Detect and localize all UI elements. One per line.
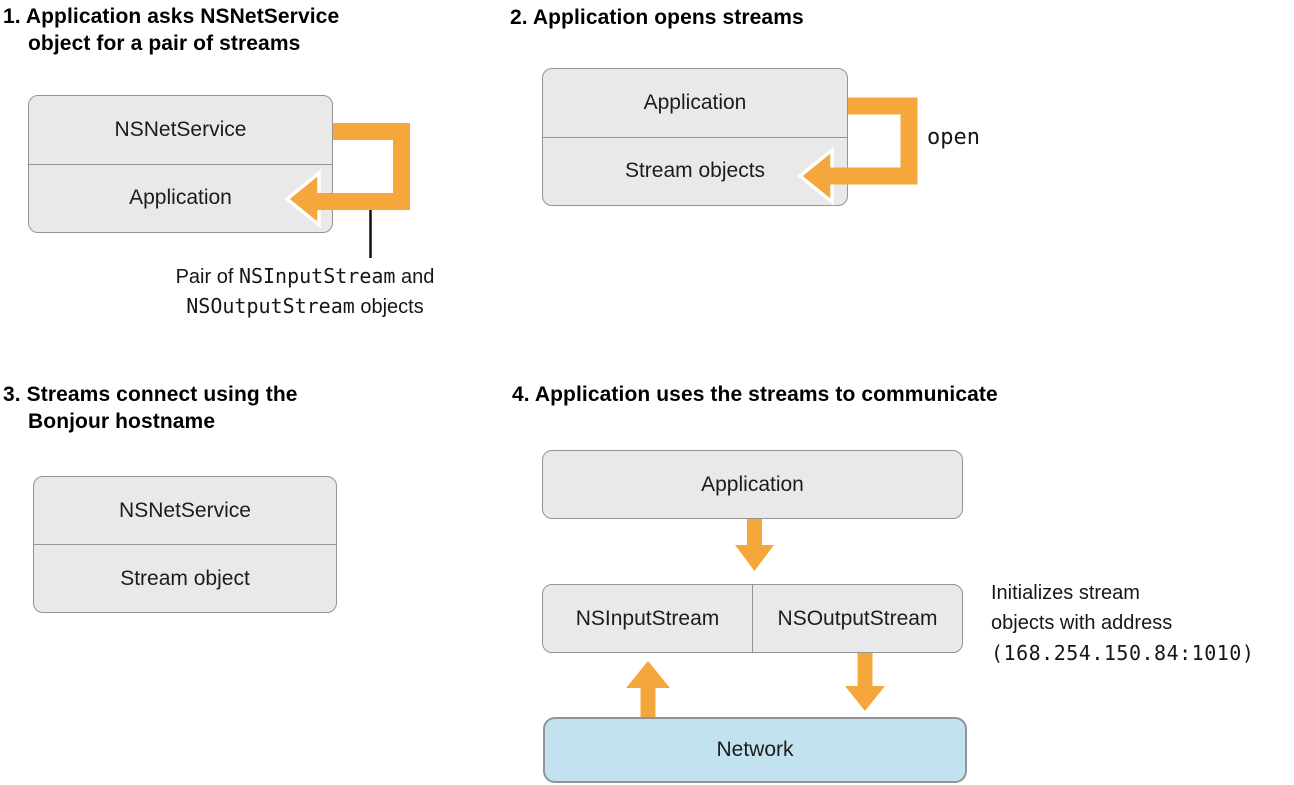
step1-callout: Pair of NSInputStream and NSOutputStream… — [130, 262, 480, 322]
step1-box-application: Application — [29, 163, 332, 233]
step4-app-to-streams-arrow-icon — [735, 519, 774, 571]
step4-nsinputstream-cell: NSInputStream — [575, 606, 720, 630]
step4-network-to-input-arrow-icon — [626, 661, 670, 717]
step2-box-application: Application — [643, 90, 747, 114]
step1-callout-nsinputstream: NSInputStream — [238, 264, 396, 288]
step1-callout-objects: objects — [354, 296, 424, 318]
step1-heading: 1. Application asks NSNetService object … — [3, 3, 339, 57]
step3-box-stream-object: Stream object — [34, 544, 336, 612]
step3-heading: 3. Streams connect using the Bonjour hos… — [3, 381, 298, 435]
step4-nsoutputstream-cell: NSOutputStream — [752, 585, 962, 652]
step2-open-label: open — [927, 125, 980, 150]
step4-output-to-network-arrow-icon — [845, 653, 885, 711]
step1-callout-nsoutputstream: NSOutputStream — [186, 294, 355, 318]
step1-heading-line2: object for a pair of streams — [28, 32, 301, 55]
step1-callout-and: and — [395, 266, 435, 288]
step1-callout-prefix: Pair of — [175, 266, 239, 288]
step3-box: NSNetService Stream object — [33, 476, 337, 613]
step4-heading: 4. Application uses the streams to commu… — [512, 383, 998, 406]
step4-network-box: Network — [543, 717, 967, 783]
step2-box: Application Stream objects — [542, 68, 848, 206]
step4-note: Initializes stream objects with address … — [991, 578, 1254, 669]
step3-heading-line1: 3. Streams connect using the — [3, 383, 298, 406]
step4-note-line1: Initializes stream — [991, 582, 1140, 604]
step3-heading-line2: Bonjour hostname — [28, 410, 216, 433]
step4-network-label: Network — [716, 738, 794, 761]
step4-application-box: Application — [542, 450, 963, 519]
step4-streams-box: NSInputStream NSOutputStream — [542, 584, 963, 653]
step4-note-line2: objects with address — [991, 612, 1173, 634]
step2-heading: 2. Application opens streams — [510, 6, 804, 29]
step4-application-label: Application — [701, 472, 804, 496]
step4-note-address: (168.254.150.84:1010) — [991, 641, 1255, 665]
step1-box: NSNetService Application — [28, 95, 333, 233]
step1-heading-line1: 1. Application asks NSNetService — [3, 5, 340, 28]
step2-box-stream-objects: Stream objects — [543, 136, 847, 206]
step3-box-nsnetservice: NSNetService — [119, 498, 251, 522]
step1-box-nsnetservice: NSNetService — [114, 117, 247, 141]
